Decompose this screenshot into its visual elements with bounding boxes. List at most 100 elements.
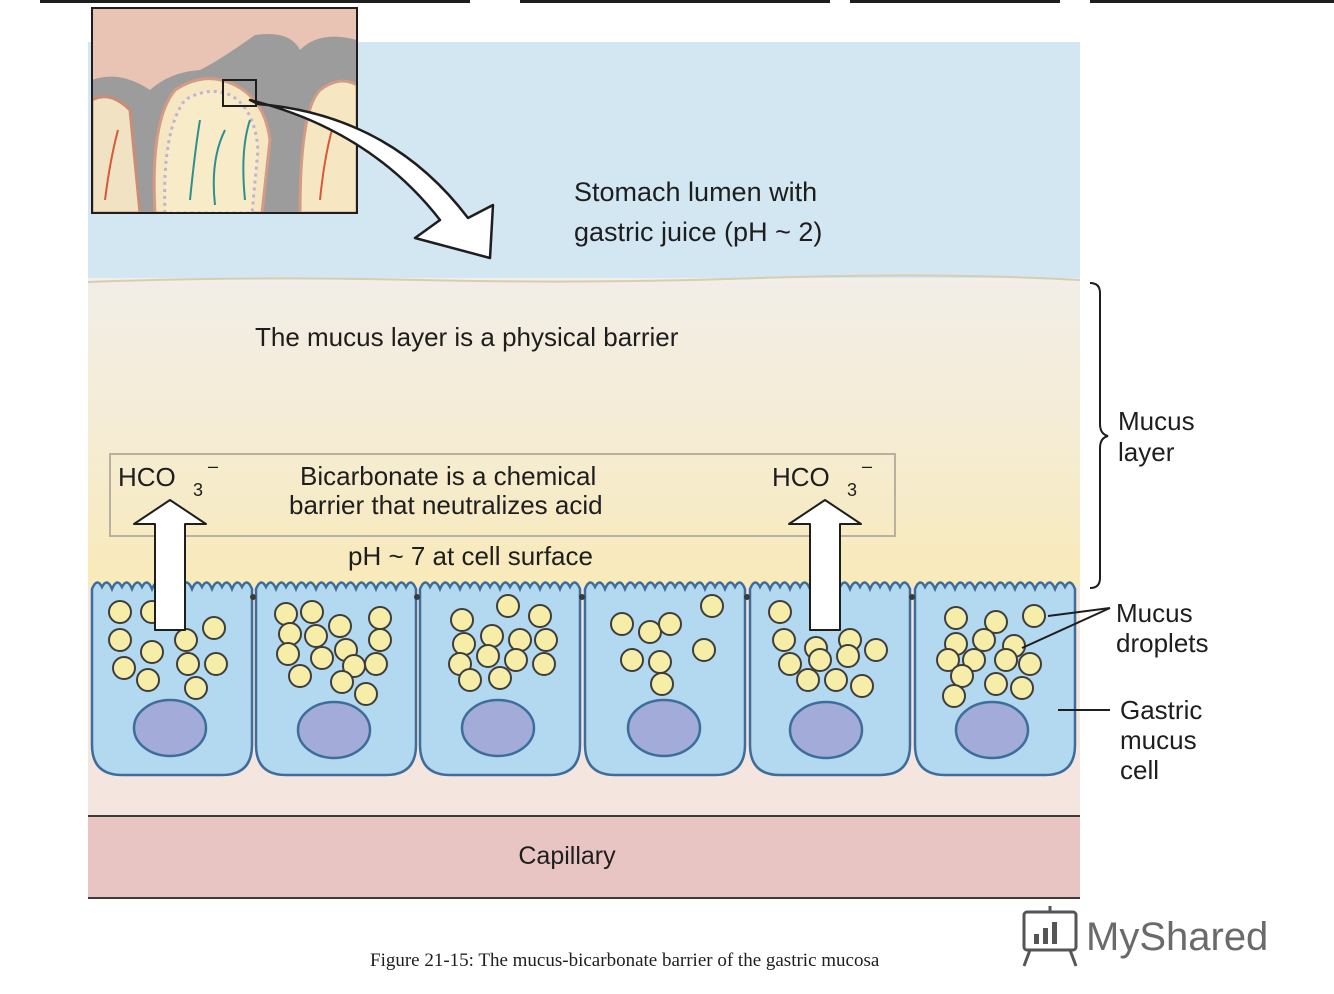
capillary-label: Capillary xyxy=(518,842,616,870)
mucus-droplet xyxy=(864,638,888,662)
surface-ph-label: pH ~ 7 at cell surface xyxy=(348,541,593,571)
mucus-droplet xyxy=(658,612,682,636)
mucus-droplets-label-line1: Mucus xyxy=(1116,598,1193,628)
gastric-cell-label-line2: mucus xyxy=(1120,725,1197,755)
tight-junction xyxy=(414,594,420,600)
mucus-droplet xyxy=(638,620,662,644)
mucus-layer-region xyxy=(88,278,1080,586)
tight-junction xyxy=(579,594,585,600)
mucus-droplet xyxy=(962,648,986,672)
mucus-droplet xyxy=(274,602,298,626)
bicarbonate-arrow-right xyxy=(788,499,862,631)
gastric-cell-label-line1: Gastric xyxy=(1120,695,1202,725)
mucus-droplet xyxy=(796,668,820,692)
svg-text:–: – xyxy=(208,456,218,476)
lumen-label-line1: Stomach lumen with xyxy=(574,177,817,207)
mucus-droplet xyxy=(202,616,226,640)
mucus-droplet xyxy=(972,628,996,652)
gastric-cell-label-line3: cell xyxy=(1120,755,1159,785)
bicarbonate-label-line2: barrier that neutralizes acid xyxy=(289,490,603,520)
bicarbonate-label-line1: Bicarbonate is a chemical xyxy=(300,461,596,491)
mucus-droplet xyxy=(936,648,960,672)
mucus-droplet xyxy=(368,606,392,630)
mucus-droplet xyxy=(204,652,228,676)
mucus-droplet xyxy=(1010,676,1034,700)
gastric-mucus-cells xyxy=(90,581,1077,777)
droplet-leader-line-1 xyxy=(1047,607,1111,617)
bicarbonate-formula-left: HCO 3 – xyxy=(118,456,218,500)
bicarbonate-arrow-left xyxy=(133,499,207,631)
svg-text:–: – xyxy=(862,456,872,476)
mucus-droplet xyxy=(450,608,474,632)
mucus-droplet xyxy=(610,612,634,636)
mucus-droplet xyxy=(112,656,136,680)
mucus-droplet xyxy=(650,672,674,696)
mucus-droplet xyxy=(330,670,354,694)
mucus-droplet xyxy=(304,624,328,648)
cell-nucleus xyxy=(626,698,702,758)
svg-text:3: 3 xyxy=(193,480,203,500)
mucus-layer-bracket xyxy=(1089,282,1109,589)
mucus-droplet xyxy=(850,674,874,698)
mucus-droplet xyxy=(984,672,1008,696)
mucus-droplet xyxy=(176,652,200,676)
mucus-droplet xyxy=(532,652,556,676)
mucus-droplet xyxy=(984,610,1008,634)
mucus-droplet xyxy=(994,648,1018,672)
cell-nucleus xyxy=(954,700,1030,760)
mucus-droplet xyxy=(278,622,302,646)
mucus-droplet xyxy=(108,628,132,652)
mucus-droplet xyxy=(508,628,532,652)
bicarbonate-box xyxy=(109,453,896,537)
mucus-droplet xyxy=(620,648,644,672)
tight-junction xyxy=(250,594,256,600)
mucus-droplet xyxy=(174,628,198,652)
mucus-droplets-label-line2: droplets xyxy=(1116,628,1209,658)
mucus-droplet xyxy=(950,664,974,688)
mucus-droplet xyxy=(354,682,378,706)
mucus-droplet xyxy=(368,628,392,652)
mucus-surface-line xyxy=(87,274,1081,283)
top-edge-marks xyxy=(40,0,1334,3)
presentation-board-icon xyxy=(1022,906,1078,967)
mucus-droplet xyxy=(300,600,324,624)
watermark-text: MyShared xyxy=(1086,915,1268,959)
lumen-label-line2: gastric juice (pH ~ 2) xyxy=(574,217,822,247)
magnification-arrow xyxy=(248,98,495,260)
mucus-droplet xyxy=(328,614,352,638)
mucus-droplet xyxy=(504,648,528,672)
mucus-droplet xyxy=(458,668,482,692)
mucus-droplet xyxy=(648,650,672,674)
mucus-droplet xyxy=(944,606,968,630)
cell-nucleus xyxy=(132,698,208,758)
mucus-layer-label-line1: Mucus xyxy=(1118,406,1195,436)
mucus-droplet xyxy=(488,666,512,690)
svg-text:HCO: HCO xyxy=(118,462,176,492)
svg-text:HCO: HCO xyxy=(772,462,830,492)
tight-junction xyxy=(909,594,915,600)
mucus-droplet xyxy=(1018,652,1042,676)
mucus-droplet xyxy=(108,600,132,624)
mucus-droplet xyxy=(778,652,802,676)
mucus-droplet xyxy=(452,632,476,656)
mucus-droplet xyxy=(480,624,504,648)
inset-zoom-box xyxy=(222,79,257,107)
mucus-droplet xyxy=(808,648,832,672)
mucus-droplet xyxy=(942,684,966,708)
svg-text:3: 3 xyxy=(847,480,857,500)
mucus-droplet xyxy=(310,646,334,670)
mucus-droplet xyxy=(700,594,724,618)
mucus-droplet xyxy=(184,676,208,700)
tight-junction xyxy=(744,594,750,600)
mucus-droplet xyxy=(1022,604,1046,628)
mucus-droplet xyxy=(476,644,500,668)
myshared-logo: MyShared xyxy=(1022,906,1268,967)
mucus-droplet xyxy=(836,644,860,668)
cell-nucleus xyxy=(788,700,864,760)
mucus-droplet xyxy=(364,652,388,676)
mucus-droplet xyxy=(528,604,552,628)
bicarbonate-formula-right: HCO 3 – xyxy=(772,456,872,500)
capillary-region xyxy=(88,816,1080,898)
stomach-wall-inset xyxy=(91,7,358,214)
figure-caption: Figure 21-15: The mucus-bicarbonate barr… xyxy=(370,950,880,971)
